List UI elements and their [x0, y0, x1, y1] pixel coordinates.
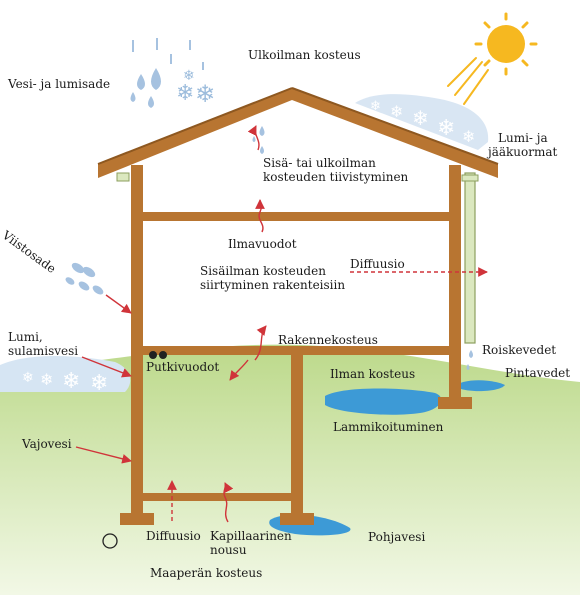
label-diffusion-upper: Diffuusio — [350, 257, 405, 271]
svg-text:❄: ❄ — [62, 369, 80, 394]
pipe-icon — [149, 351, 167, 359]
label-diffusion-lower: Diffuusio — [146, 529, 201, 543]
air-leak-arrow — [255, 199, 265, 233]
ground-snowflakes-icon: ❄ ❄ ❄ ❄ — [22, 369, 108, 396]
drainpipe — [464, 172, 476, 344]
sun-icon — [447, 12, 538, 105]
svg-text:❄: ❄ — [176, 81, 194, 106]
label-rain-snow: Vesi- ja lumisade — [8, 77, 111, 91]
svg-text:❄: ❄ — [183, 68, 195, 84]
label-snow-melt-1: Lumi, — [8, 330, 43, 344]
ground-snow-drift — [0, 356, 131, 392]
rain-snow-icon: ❄ ❄ ❄ — [130, 38, 215, 108]
label-outdoor-humidity: Ulkoilman kosteus — [248, 48, 361, 62]
driving-rain-arrow — [105, 294, 132, 314]
label-indoor-moisture-1: Sisäilman kosteuden — [200, 264, 326, 278]
label-snow-ice-load-2: jääkuormat — [488, 145, 558, 159]
driving-rain-drops-icon — [65, 262, 104, 295]
snow-melt-arrow — [81, 356, 132, 378]
label-snow-melt-2: sulamisvesi — [8, 344, 79, 358]
label-groundwater: Pohjavesi — [368, 530, 426, 544]
label-capillary-2: nousu — [210, 543, 247, 557]
label-snow-ice-load-1: Lumi- ja — [498, 131, 548, 145]
label-surface-water: Pintavedet — [505, 366, 571, 380]
svg-text:❄: ❄ — [437, 116, 455, 141]
svg-text:❄: ❄ — [462, 127, 475, 146]
svg-text:❄: ❄ — [390, 102, 403, 121]
ponding-water — [325, 388, 442, 415]
svg-text:❄: ❄ — [195, 80, 215, 108]
roof-snow — [355, 94, 489, 150]
soil-particle-icon — [102, 533, 118, 549]
label-pipe-leaks: Putkivuodot — [146, 360, 220, 374]
svg-text:❄: ❄ — [412, 106, 429, 130]
label-condensation-1: Sisä- tai ulkoilman — [263, 156, 376, 170]
seepage-arrow — [75, 446, 132, 464]
capillary-arrow — [223, 482, 234, 523]
pipe-leak-arrow — [229, 359, 249, 381]
label-splash-water: Roiskevedet — [482, 343, 557, 357]
label-condensation-2: kosteuden tiivistyminen — [263, 170, 409, 184]
svg-text:❄: ❄ — [22, 370, 34, 386]
label-building-moisture: Rakennekosteus — [278, 333, 378, 347]
condensation-arrow — [247, 125, 260, 151]
svg-text:❄: ❄ — [370, 99, 381, 114]
house-frame — [97, 87, 499, 525]
surface-water — [458, 380, 505, 392]
svg-text:❄: ❄ — [90, 371, 108, 396]
label-ponding: Lammikoituminen — [333, 420, 444, 434]
label-indoor-moisture-2: siirtyminen rakenteisiin — [200, 278, 346, 292]
splash-drop-icon — [466, 350, 473, 370]
condensation-drop-icon — [252, 126, 265, 154]
label-air-humidity: Ilman kosteus — [330, 367, 416, 381]
roof-snowflakes-icon: ❄ ❄ ❄ ❄ ❄ — [370, 99, 475, 146]
svg-text:❄: ❄ — [40, 370, 53, 389]
label-capillary-1: Kapillaarinen — [210, 529, 292, 543]
label-seepage: Vajovesi — [22, 437, 72, 451]
label-soil-moisture: Maaperän kosteus — [150, 566, 263, 580]
label-air-leaks: Ilmavuodot — [228, 237, 297, 251]
building-moisture-arrow — [254, 325, 267, 361]
moisture-arrows — [75, 125, 488, 523]
